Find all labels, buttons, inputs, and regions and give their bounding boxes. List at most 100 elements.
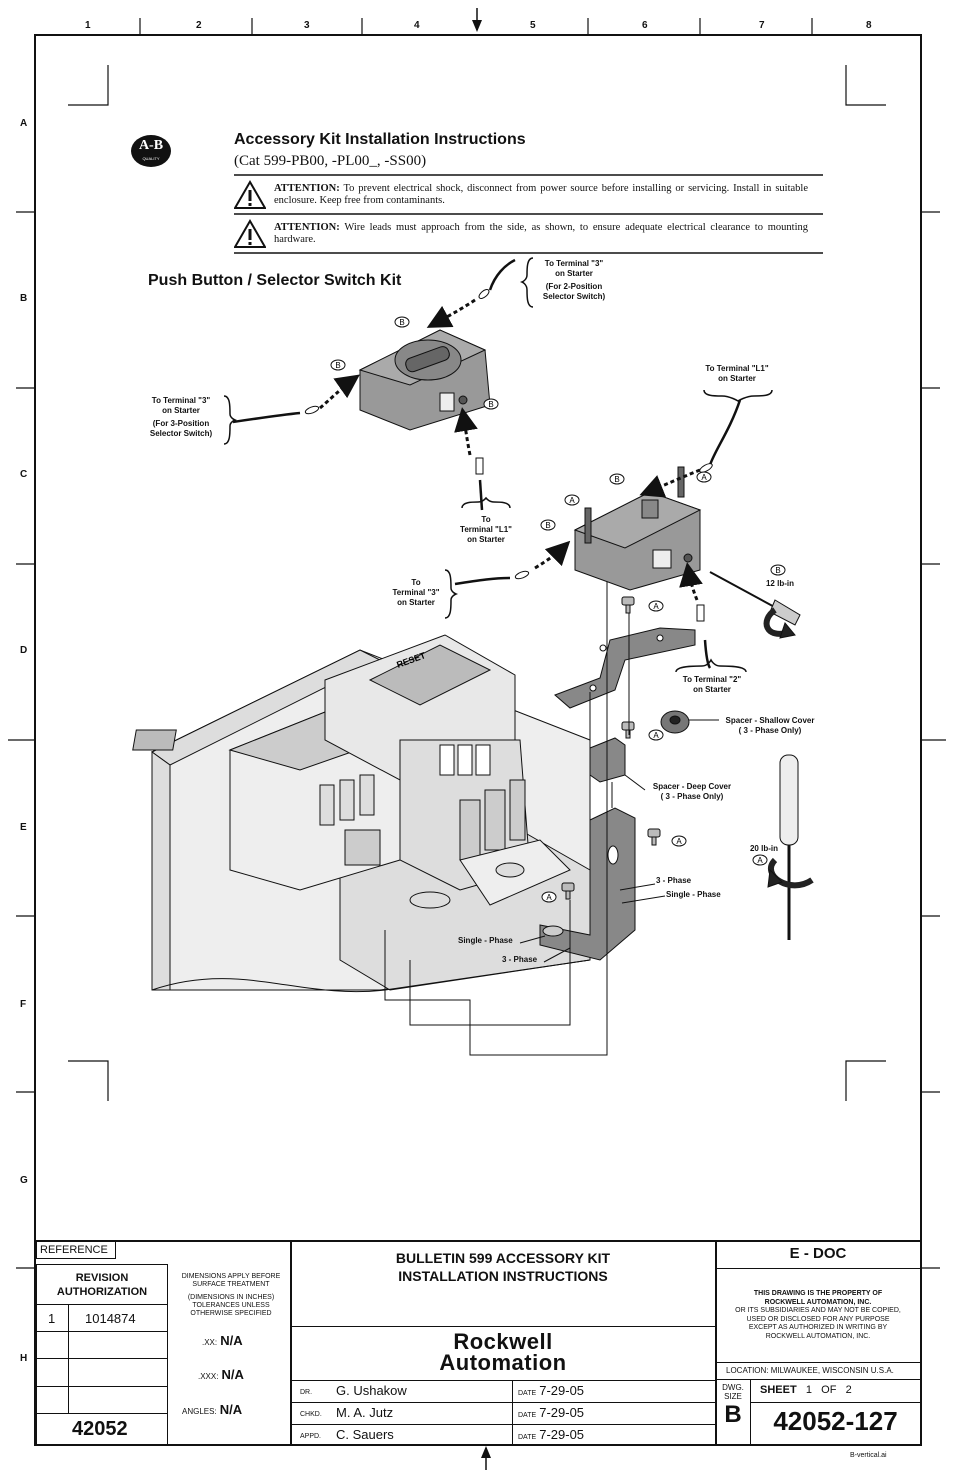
label-single-phase-left: Single - Phase [458, 936, 513, 945]
rev-col-rule [68, 1304, 70, 1414]
warning-icon [234, 180, 266, 209]
dwg-size-label: DWG.SIZE [722, 1383, 744, 1401]
rev-rule [36, 1358, 168, 1360]
label-torque-20: 20 lb-in [749, 844, 778, 853]
tb-rule [716, 1268, 921, 1270]
zone-row-b: B [20, 293, 28, 304]
zone-col-5: 5 [530, 20, 536, 31]
label-terminal-3-3pos: To Terminal "3"on Starter (For 3-Positio… [149, 396, 213, 438]
label-spacer-shallow: Spacer - Shallow Cover( 3 - Phase Only) [725, 716, 815, 735]
tol-angles: ANGLES: N/A [182, 1402, 243, 1417]
reference-box [36, 1241, 116, 1259]
installation-diagram: RESET [132, 257, 814, 1056]
rev-rule [36, 1331, 168, 1333]
zone-col-7: 7 [759, 20, 765, 31]
tb-rule [716, 1379, 921, 1381]
dr-name: G. Ushakow [336, 1383, 407, 1398]
property-notice: THIS DRAWING IS THE PROPERTY OF ROCKWELL… [735, 1290, 901, 1340]
attention-text-2: Wire leads must approach from the side, … [274, 222, 808, 245]
label-terminal-2: To Terminal "2"on Starter [682, 675, 742, 694]
zone-row-e: E [20, 822, 27, 833]
appd-row: APPD. [300, 1433, 322, 1440]
callout-b: B [614, 475, 619, 484]
tb-rule [750, 1402, 921, 1404]
zone-col-3: 3 [304, 20, 310, 31]
label-three-phase-left: 3 - Phase [502, 955, 538, 964]
dr-row: DR. [300, 1389, 313, 1396]
zone-row-d: D [20, 645, 28, 656]
rev-rule [36, 1413, 168, 1415]
label-single-phase-right: Single - Phase [666, 890, 721, 899]
page-title: Accessory Kit Installation Instructions [234, 131, 526, 148]
date-appd: DATE 7-29-05 [518, 1427, 585, 1442]
file-name: B-vertical.ai [850, 1452, 887, 1459]
rev-rule [36, 1386, 168, 1388]
date-dr: DATE 7-29-05 [518, 1383, 585, 1398]
callout-a: A [701, 473, 707, 482]
tb-rule [716, 1362, 921, 1364]
callout-a: A [653, 731, 659, 740]
attention-text-1: To prevent electrical shock, disconnect … [274, 183, 809, 206]
appd-name: C. Sauers [336, 1427, 394, 1442]
revision-value: 1014874 [85, 1311, 136, 1326]
chkd-name: M. A. Jutz [336, 1405, 394, 1420]
attention-block-2: ATTENTION: Wire leads must approach from… [234, 219, 824, 249]
zone-col-1: 1 [85, 20, 91, 31]
tb-top-rule [34, 1240, 922, 1242]
dwg-size: B [724, 1401, 742, 1428]
callout-a: A [546, 893, 552, 902]
date-chkd: DATE 7-29-05 [518, 1405, 585, 1420]
zone-col-4: 4 [414, 20, 420, 31]
page-subtitle: (Cat 599-PB00, -PL00_, -SS00) [234, 153, 427, 169]
tol-xx: .XX: N/A [202, 1333, 243, 1348]
logo-sub: QUALITY [142, 156, 160, 161]
tol-xxx: .XXX: N/A [198, 1367, 244, 1382]
tb-col-rule [750, 1379, 752, 1446]
label-three-phase-right: 3 - Phase [656, 876, 692, 885]
kit-title: Push Button / Selector Switch Kit [148, 272, 402, 289]
attention-block-1: ATTENTION: To prevent electrical shock, … [234, 180, 824, 210]
location: LOCATION: MILWAUKEE, WISCONSIN U.S.A. [726, 1366, 894, 1375]
dwg-number: 42052-127 [773, 1406, 898, 1436]
reference-label: REFERENCE [40, 1244, 108, 1256]
zone-row-a: A [20, 118, 28, 129]
chkd-row: CHKD. [300, 1411, 322, 1418]
tb-rule [291, 1380, 715, 1382]
zone-row-g: G [20, 1175, 28, 1186]
tb-rule [291, 1326, 715, 1328]
zone-row-h: H [20, 1353, 28, 1364]
label-terminal-3-2pos: To Terminal "3"on Starter (For 2-Positio… [542, 259, 606, 301]
callout-b: B [399, 318, 404, 327]
callout-a: A [569, 496, 575, 505]
edoc-label: E - DOC [789, 1245, 847, 1262]
drawing-frame [34, 34, 922, 1446]
tb-rule [291, 1402, 715, 1404]
tb-rule [291, 1424, 715, 1426]
zone-col-2: 2 [196, 20, 202, 31]
ab-logo: A-B QUALITY [130, 133, 172, 169]
zone-row-c: C [20, 469, 28, 480]
tb-col-rule [512, 1380, 514, 1446]
attention-label-2: ATTENTION: [274, 222, 340, 233]
warning-icon [234, 219, 266, 248]
attention-label-1: ATTENTION: [274, 183, 340, 194]
zone-col-8: 8 [866, 20, 872, 31]
callout-a: A [676, 837, 682, 846]
zone-col-6: 6 [642, 20, 648, 31]
revision-box [36, 1264, 168, 1446]
callout-b: B [545, 521, 550, 530]
label-terminal-l1-right: To Terminal "L1"on Starter [705, 364, 769, 383]
zone-row-f: F [20, 999, 27, 1010]
sheet-info: SHEET 1 OF 2 [760, 1384, 852, 1396]
callout-b: B [775, 566, 780, 575]
tb-divider [715, 1241, 717, 1446]
label-torque-12: 12 lb-in [765, 579, 794, 588]
logo-text: A-B [138, 138, 164, 153]
callout-a: A [653, 602, 659, 611]
